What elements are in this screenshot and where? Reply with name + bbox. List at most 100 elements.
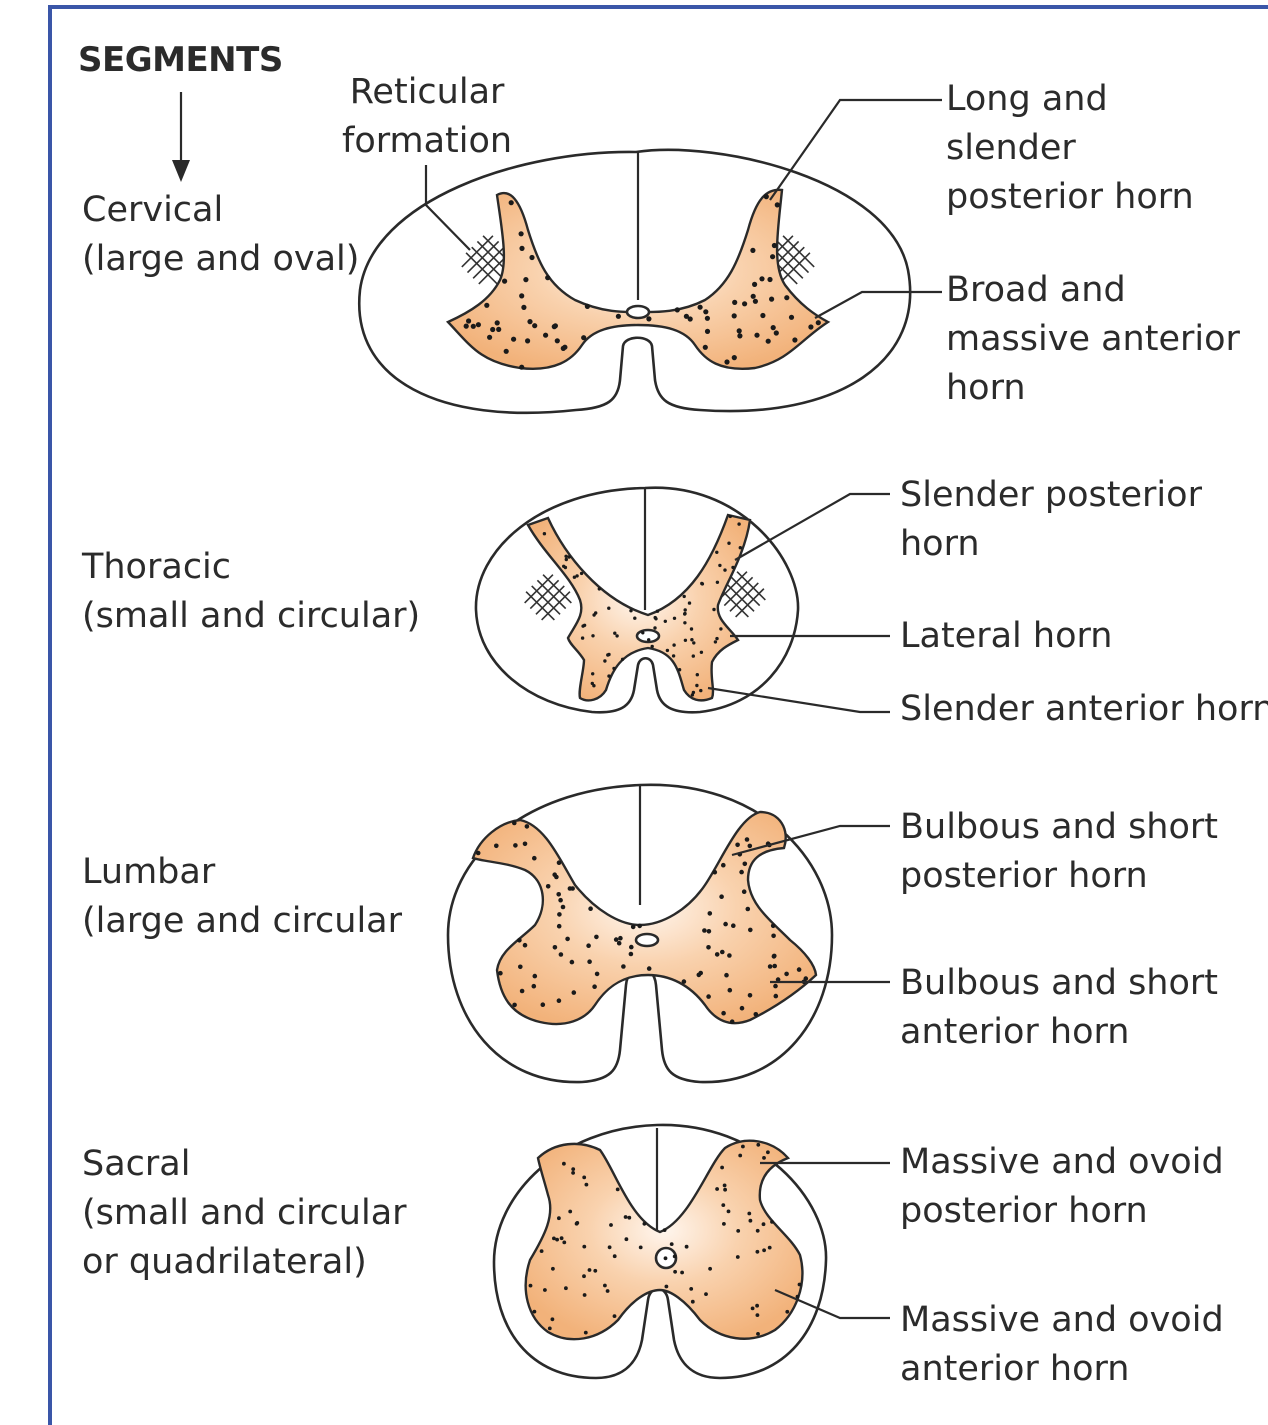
neuron-dot <box>532 973 538 979</box>
neuron-dot <box>547 1326 552 1331</box>
neuron-dot <box>773 983 778 989</box>
neuron-dot <box>754 332 760 338</box>
neuron-dot <box>683 638 688 642</box>
neuron-dot <box>748 927 753 933</box>
neuron-dot <box>522 942 528 948</box>
neuron-dot <box>603 659 607 663</box>
neuron-dot <box>633 616 637 620</box>
neuron-dot <box>732 299 738 305</box>
neuron-dot <box>552 872 557 877</box>
neuron-dot <box>615 1187 620 1192</box>
neuron-dot <box>755 1228 760 1233</box>
neuron-dot <box>742 301 748 307</box>
neuron-dot <box>571 1167 576 1171</box>
thoracic-lateral-horn-label: Lateral horn <box>900 616 1113 656</box>
neuron-dot <box>498 970 503 976</box>
neuron-dot <box>747 843 753 849</box>
neuron-dot <box>484 302 490 308</box>
neuron-dot <box>723 921 728 927</box>
neuron-dot <box>687 316 693 322</box>
neuron-dot <box>673 1269 677 1274</box>
neuron-dot <box>618 935 623 941</box>
neuron-dot <box>752 298 759 304</box>
neuron-dot <box>762 1156 766 1160</box>
neuron-dot <box>766 1150 770 1155</box>
neuron-dot <box>681 979 687 984</box>
neuron-dot <box>723 1187 727 1192</box>
neuron-dot <box>738 1153 743 1158</box>
neuron-dot <box>603 1283 607 1288</box>
neuron-dot <box>555 1237 559 1242</box>
neuron-dot <box>550 1317 555 1322</box>
cervical-posterior-horn-label: Long and slender posterior horn <box>946 79 1194 217</box>
neuron-dot <box>592 984 597 989</box>
cervical-section <box>357 98 942 415</box>
neuron-dot <box>607 606 611 610</box>
neuron-dot <box>706 929 712 934</box>
neuron-dot <box>650 644 654 649</box>
neuron-dot <box>519 988 525 994</box>
cervical-anterior-horn-label: Broad and massive anterior horn <box>946 270 1240 408</box>
neuron-dot <box>721 862 726 868</box>
neuron-dot <box>674 307 680 313</box>
neuron-dot <box>654 617 658 621</box>
thoracic-dots <box>542 514 742 697</box>
neuron-dot <box>582 1293 587 1297</box>
neuron-dot <box>593 1268 598 1273</box>
cervical-anterior-leader <box>814 290 942 319</box>
neuron-dot <box>727 541 731 545</box>
neuron-dot <box>713 640 718 644</box>
neuron-dot <box>735 1255 740 1259</box>
neuron-dot <box>655 609 660 613</box>
neuron-dot <box>771 242 778 249</box>
neuron-dot <box>587 959 592 964</box>
neuron-dot <box>556 923 562 929</box>
sacral-grey-matter <box>524 1139 804 1341</box>
neuron-dot <box>519 293 525 299</box>
neuron-dot <box>750 247 756 253</box>
lumbar-posterior-horn-label: Bulbous and short posterior horn <box>900 807 1219 896</box>
neuron-dot <box>490 326 496 333</box>
neuron-dot <box>630 924 636 930</box>
neuron-dot <box>605 1289 610 1293</box>
sacral-anterior-leader <box>774 1288 890 1320</box>
neuron-dot <box>615 313 622 319</box>
thoracic-reticular-left <box>524 574 572 621</box>
neuron-dot <box>568 1209 573 1214</box>
neuron-dot <box>612 1254 617 1259</box>
sacral-section <box>492 1123 890 1380</box>
neuron-dot <box>687 601 692 605</box>
neuron-dot <box>724 972 729 978</box>
lumbar-grey-matter <box>471 810 818 1026</box>
lumbar-posterior-leader <box>731 824 890 857</box>
neuron-dot <box>770 325 776 331</box>
neuron-dot <box>564 557 568 562</box>
thoracic-anterior-horn-label: Slender anterior horn <box>900 689 1268 729</box>
neuron-dot <box>795 1294 800 1299</box>
neuron-dot <box>720 1165 724 1170</box>
neuron-dot <box>556 860 562 865</box>
neuron-dot <box>616 940 622 946</box>
cervical-segment-name: Cervical <box>82 190 224 230</box>
neuron-dot <box>664 1284 669 1289</box>
thoracic-segment-name: Thoracic <box>82 547 232 587</box>
neuron-dot <box>528 1283 533 1288</box>
neuron-dot <box>770 923 776 929</box>
neuron-dot <box>731 565 735 570</box>
neuron-dot <box>767 276 773 283</box>
neuron-dot <box>773 993 779 999</box>
neuron-dot <box>712 607 716 612</box>
neuron-dot <box>669 1242 674 1246</box>
neuron-dot <box>729 1019 735 1024</box>
neuron-dot <box>759 276 765 282</box>
neuron-dot <box>742 861 748 867</box>
neuron-dot <box>715 580 720 584</box>
neuron-dot <box>755 1313 760 1317</box>
neuron-dot <box>737 522 741 526</box>
neuron-dot <box>722 1183 727 1188</box>
sacral-segment-shape: (small and circular or quadrilateral) <box>82 1193 407 1282</box>
neuron-dot <box>642 1221 647 1226</box>
neuron-dot <box>551 1266 555 1271</box>
neuron-dot <box>796 967 802 972</box>
